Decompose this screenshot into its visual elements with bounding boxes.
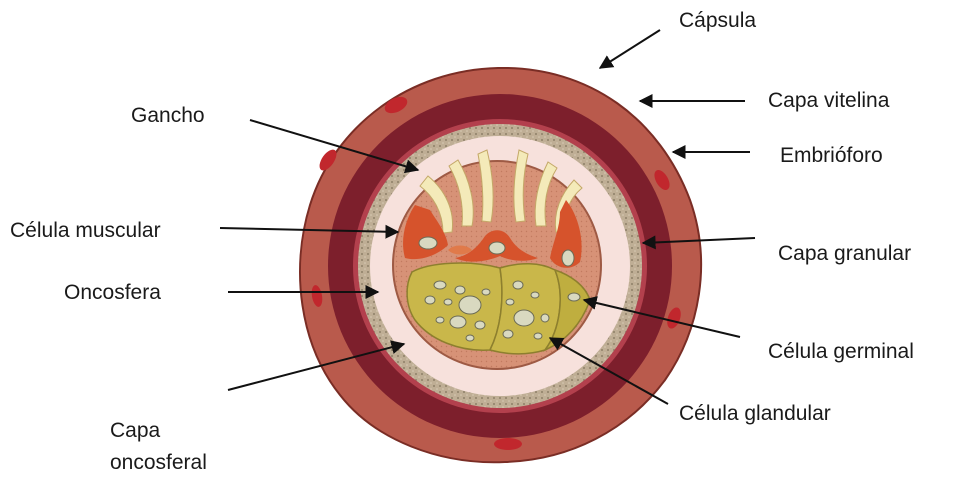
label-capa-oncosferal-line2: oncosferal — [110, 450, 207, 476]
label-oncosfera: Oncosfera — [64, 280, 161, 306]
muscle-nucleus — [419, 237, 437, 249]
label-celula-germinal: Célula germinal — [768, 339, 914, 365]
label-gancho: Gancho — [131, 103, 205, 129]
label-embrioforo: Embrióforo — [780, 143, 883, 169]
label-capa-oncosferal-line1: Capa — [110, 418, 160, 444]
muscle-nucleus — [489, 242, 505, 254]
capsule-spot — [494, 438, 522, 450]
arrow-capsula — [600, 30, 660, 68]
label-celula-muscular: Célula muscular — [10, 218, 161, 244]
label-capa-granular: Capa granular — [778, 241, 911, 267]
glandular-cell — [490, 264, 560, 354]
label-capsula: Cápsula — [679, 8, 756, 34]
muscle-nucleus — [562, 250, 574, 266]
label-celula-glandular: Célula glandular — [679, 401, 831, 427]
label-capa-vitelina: Capa vitelina — [768, 88, 889, 114]
